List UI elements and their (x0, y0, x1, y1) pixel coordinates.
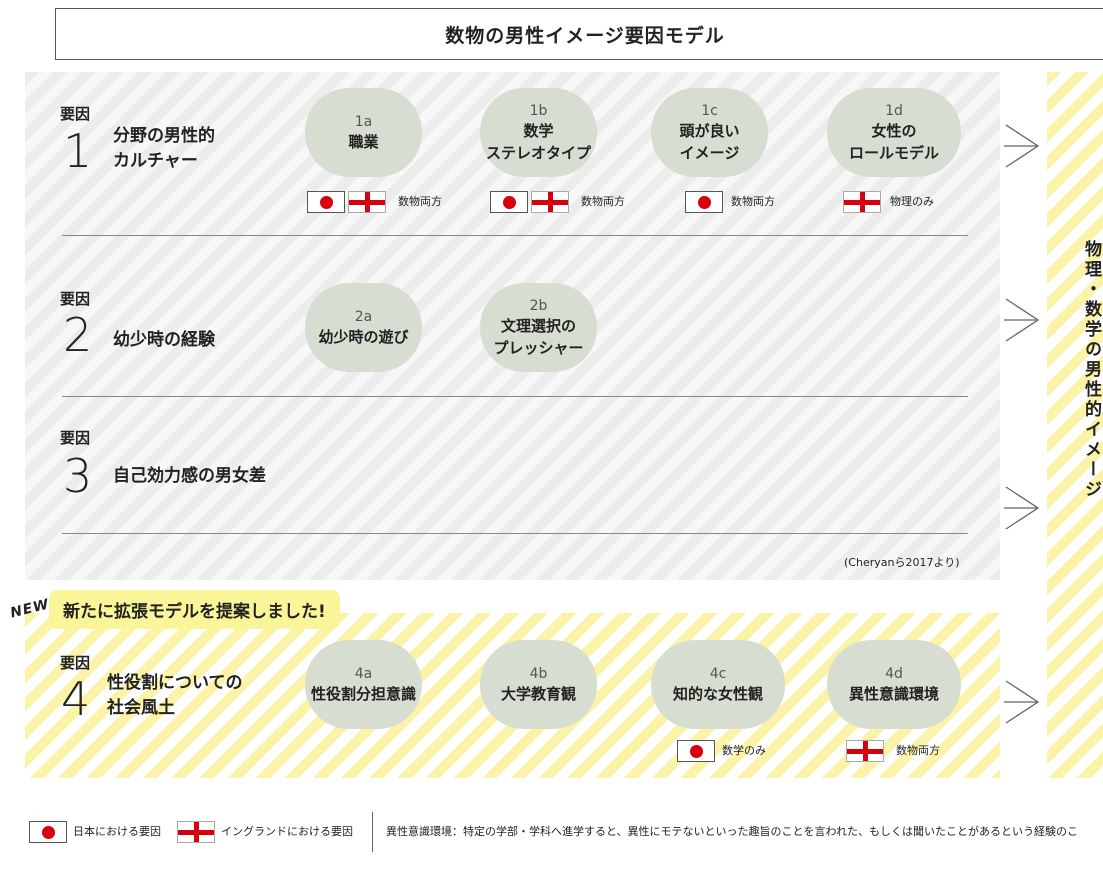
pill-2b: 2b 文理選択の プレッシャー (480, 283, 597, 372)
factor-4-name: 性役割についての 社会風土 (107, 673, 243, 718)
flag-note-1d: 物理のみ (890, 195, 934, 208)
pill-id: 4b (529, 665, 548, 682)
flag-note-4c: 数学のみ (722, 744, 766, 757)
pill-label: 数学 ステレオタイプ (485, 121, 591, 162)
pill-label: 性役割分担意識 (310, 684, 416, 703)
pill-id: 4d (885, 665, 903, 682)
pill-label: 文理選択の プレッシャー (493, 316, 584, 357)
pill-4c: 4c 知的な女性観 (651, 640, 785, 729)
flag-note-1a: 数物両方 (398, 195, 442, 208)
legend-japan: 日本における要因 (73, 825, 161, 838)
diagram-title: 数物の男性イメージ要因モデル (55, 8, 1103, 60)
pill-1c: 1c 頭が良い イメージ (651, 88, 768, 177)
japan-flag-icon (29, 821, 67, 843)
pill-label: 女性の ロールモデル (848, 121, 939, 162)
england-flag-icon (348, 191, 386, 213)
pill-label: 職業 (348, 132, 379, 151)
factor-3-number: 3 (63, 449, 93, 503)
pill-4b: 4b 大学教育観 (480, 640, 597, 729)
factor-2-prefix: 要因 (60, 290, 91, 308)
pill-id: 2a (354, 308, 373, 325)
england-flag-icon (843, 191, 881, 213)
england-flag-icon (531, 191, 569, 213)
outcome-panel (1047, 72, 1103, 778)
row-divider (62, 235, 968, 236)
pill-id: 4c (709, 665, 727, 682)
arrow-right-icon (1004, 124, 1040, 168)
pill-id: 1a (354, 113, 373, 130)
pill-id: 1c (701, 102, 718, 119)
flag-note-1b: 数物両方 (581, 195, 625, 208)
factor-2-number: 2 (63, 308, 93, 362)
factor-1-prefix: 要因 (60, 105, 91, 123)
pill-1d: 1d 女性の ロールモデル (827, 88, 961, 177)
arrow-right-icon (1004, 486, 1040, 530)
flag-note-4d: 数物両方 (896, 744, 940, 757)
factor-3-name: 自己効力感の男女差 (113, 466, 266, 486)
pill-label: 幼少時の遊び (318, 327, 409, 346)
outcome-label: 物理・数学の男性的イメージ (1081, 240, 1101, 500)
pill-label: 頭が良い イメージ (679, 121, 740, 162)
source-note: (Cheryanら2017より) (844, 556, 960, 569)
pill-label: 大学教育観 (500, 684, 576, 703)
pill-label: 知的な女性観 (672, 684, 763, 703)
factor-2-name: 幼少時の経験 (113, 330, 215, 350)
definition-note: 異性意識環境：特定の学部・学科へ進学すると、異性にモテないといった趣旨のことを言… (386, 825, 1079, 838)
england-flag-icon (846, 740, 884, 762)
japan-flag-icon (685, 191, 723, 213)
japan-flag-icon (677, 740, 715, 762)
pill-id: 1b (529, 102, 548, 119)
england-flag-icon (177, 821, 215, 843)
pill-1a: 1a 職業 (305, 88, 422, 177)
pill-4a: 4a 性役割分担意識 (305, 640, 422, 729)
arrow-right-icon (1004, 680, 1040, 724)
legend-footer: 日本における要因 イングランドにおける要因 異性意識環境：特定の学部・学科へ進学… (25, 812, 1103, 852)
pill-id: 4a (354, 665, 373, 682)
pill-id: 1d (885, 102, 903, 119)
flag-note-1c: 数物両方 (731, 195, 775, 208)
pill-4d: 4d 異性意識環境 (827, 640, 961, 729)
factor-4-prefix: 要因 (60, 654, 91, 672)
new-model-banner: 新たに拡張モデルを提案しました! (49, 590, 340, 629)
factor-3-prefix: 要因 (60, 429, 91, 447)
pill-id: 2b (529, 297, 548, 314)
arrow-right-icon (1004, 298, 1040, 342)
factor-4-number: 4 (61, 672, 91, 726)
legend-england: イングランドにおける要因 (221, 825, 353, 838)
pill-label: 異性意識環境 (848, 684, 939, 703)
legend-separator (372, 812, 373, 852)
japan-flag-icon (490, 191, 528, 213)
factor-1-number: 1 (63, 124, 93, 178)
factor-1-name: 分野の男性的 カルチャー (113, 126, 215, 171)
row-divider (62, 533, 968, 534)
row-divider (62, 396, 968, 397)
pill-1b: 1b 数学 ステレオタイプ (480, 88, 597, 177)
japan-flag-icon (307, 191, 345, 213)
pill-2a: 2a 幼少時の遊び (305, 283, 422, 372)
